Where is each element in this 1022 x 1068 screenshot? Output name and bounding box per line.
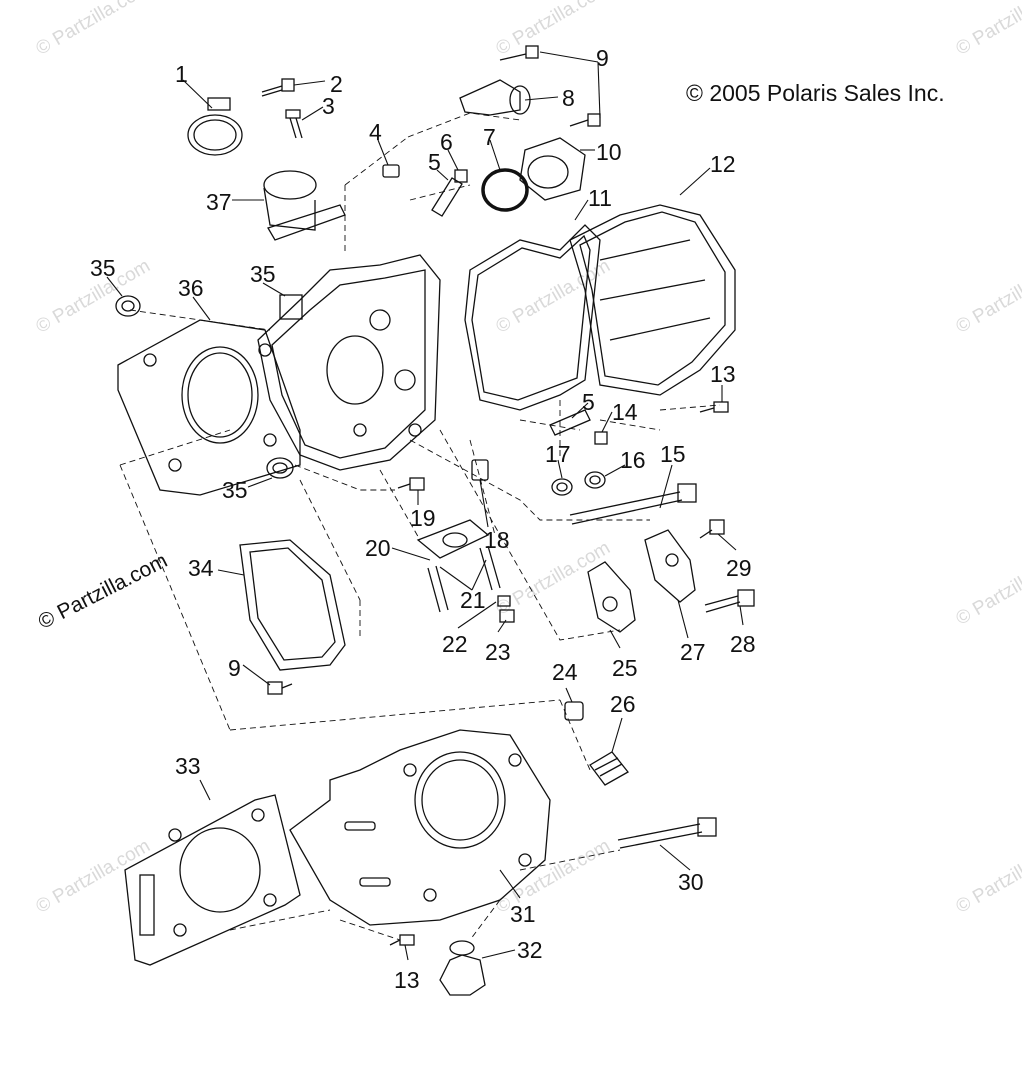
cylinder-head-part (257, 254, 441, 471)
callout-label: 19 (410, 505, 436, 531)
callout-label: 1 (175, 61, 188, 87)
seal-part (115, 295, 294, 479)
callout-label: 10 (596, 139, 622, 165)
callout-label: 9 (596, 45, 609, 71)
callout-label: 15 (660, 441, 686, 467)
callout-label: 28 (730, 631, 756, 657)
dowel-part (382, 164, 400, 178)
dowel-part (564, 701, 584, 721)
callout-label: 14 (612, 399, 638, 425)
callout-label: 29 (726, 555, 752, 581)
callout-label: 13 (710, 361, 736, 387)
callout-label: 21 (460, 587, 486, 613)
pin-part (549, 409, 591, 436)
base-gasket-part (124, 794, 301, 966)
callout-label: 3 (322, 93, 335, 119)
callout-label: 5 (582, 389, 595, 415)
pin-part (431, 177, 463, 217)
callout-label: 22 (442, 631, 468, 657)
bolt-part (699, 519, 755, 613)
elbow-fitting-part (439, 940, 486, 996)
bolt-part (267, 681, 293, 695)
callout-label: 34 (188, 555, 214, 581)
callout-label: 20 (365, 535, 391, 561)
callout-label: 26 (610, 691, 636, 717)
head-gasket-part (117, 319, 301, 496)
side-gasket-part (239, 539, 346, 671)
elbow-fitting-part (459, 79, 531, 116)
callout-label: 27 (680, 639, 706, 665)
long-bolt-part (617, 817, 717, 849)
callout-label: 35 (250, 261, 276, 287)
callout-label: 33 (175, 753, 201, 779)
bracket-part (644, 529, 696, 603)
callout-label: 24 (552, 659, 578, 685)
callout-label: 37 (206, 189, 232, 215)
valve-cover-gasket-part (464, 224, 601, 411)
callout-label: 23 (485, 639, 511, 665)
leader-lines (106, 51, 744, 961)
screw-part (285, 109, 303, 139)
callout-label: 8 (562, 85, 575, 111)
callout-label: 30 (678, 869, 704, 895)
long-bolt-part (569, 483, 697, 525)
callout-label: 13 (394, 967, 420, 993)
nut-part (497, 595, 515, 623)
intake-boot-part (263, 170, 346, 241)
callout-label: 4 (369, 119, 382, 145)
callout-label: 35 (90, 255, 116, 281)
flange-part (519, 137, 586, 201)
callout-label: 17 (545, 441, 571, 467)
bolt-part (389, 401, 729, 946)
copyright-notice: © 2005 Polaris Sales Inc. (686, 80, 945, 106)
callout-label: 18 (484, 527, 510, 553)
dashed-guide-lines (119, 112, 721, 941)
callout-label: 31 (510, 901, 536, 927)
callout-label: 9 (228, 655, 241, 681)
dowel-part (471, 459, 489, 481)
bolt-part (499, 45, 601, 127)
callout-label: 25 (612, 655, 638, 681)
bolt-part (397, 477, 425, 491)
nut-part (594, 431, 608, 445)
stud-part (427, 545, 501, 613)
cylinder-part (289, 729, 551, 926)
callout-label: 5 (428, 149, 441, 175)
callout-label: 35 (222, 477, 248, 503)
bracket-part (587, 561, 636, 633)
callout-label: 16 (620, 447, 646, 473)
callout-label: 12 (710, 151, 736, 177)
callout-label: 6 (440, 129, 453, 155)
valve-cover-part (569, 204, 736, 396)
exhaust-gasket-part (416, 519, 490, 559)
screw-part (261, 78, 295, 97)
callout-labels: 1 2 3 4 5 6 7 8 9 10 11 12 13 14 5 17 16… (90, 45, 756, 993)
plug-part (589, 751, 629, 786)
o-ring-part (481, 168, 529, 212)
callout-label: 11 (588, 185, 612, 211)
callout-label: 36 (178, 275, 204, 301)
hose-clamp-part (187, 97, 243, 156)
callout-label: 7 (483, 124, 496, 150)
nut-part (454, 169, 468, 183)
washer-part (551, 471, 606, 496)
callout-label: 32 (517, 937, 543, 963)
callout-label: 2 (330, 71, 343, 97)
